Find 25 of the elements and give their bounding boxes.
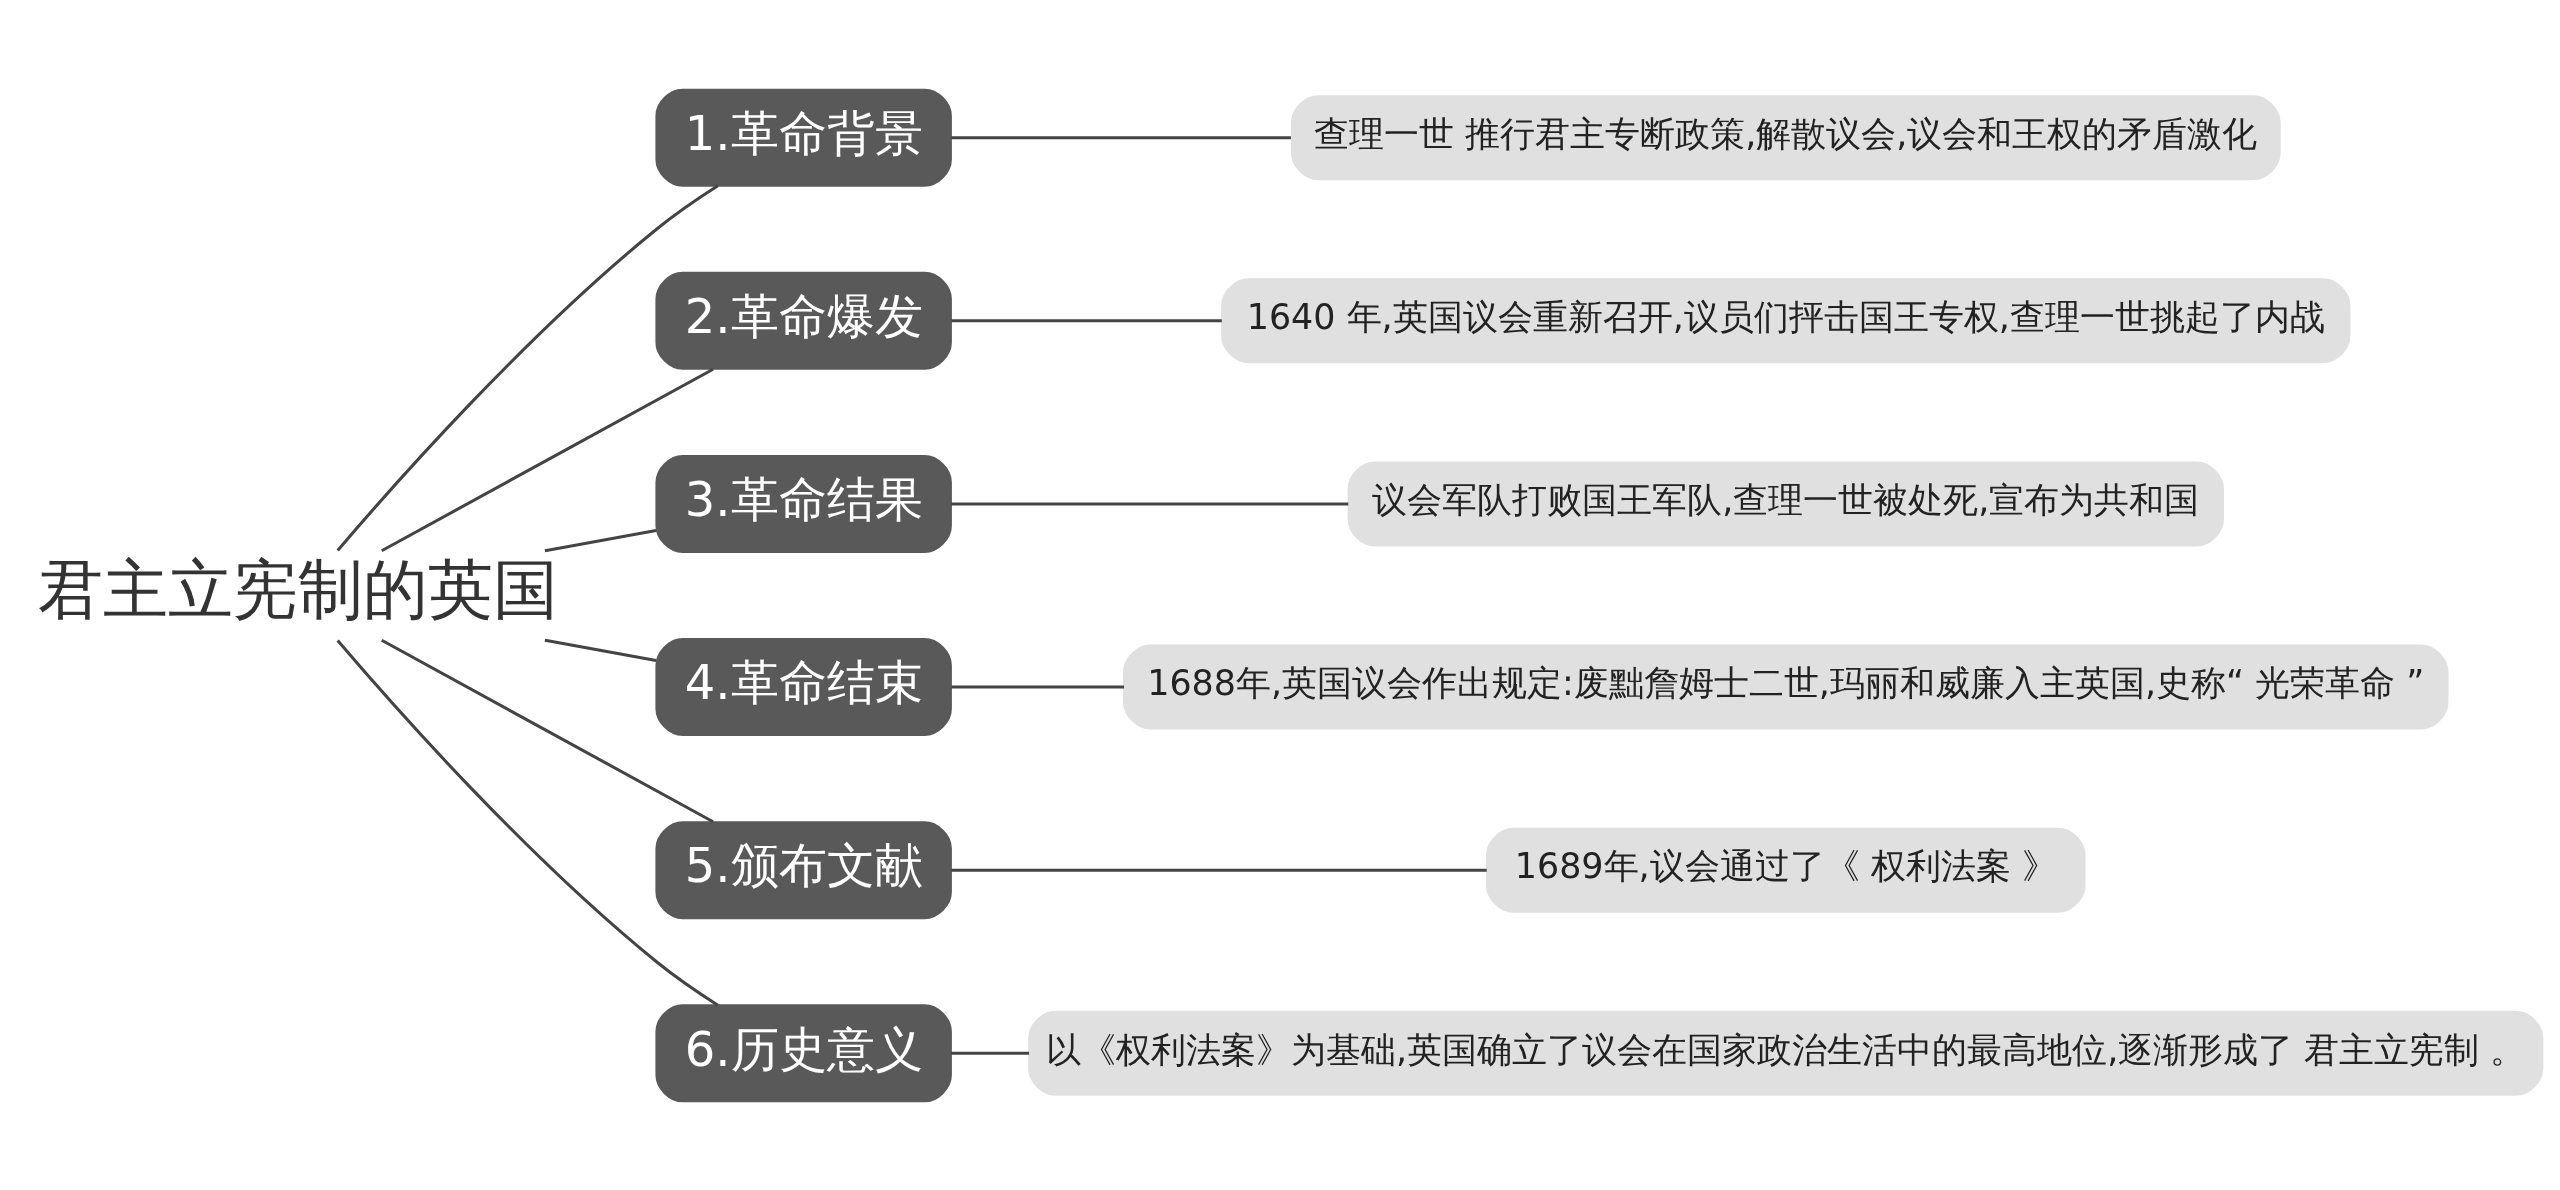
connector <box>336 639 719 1006</box>
connector <box>951 868 1487 872</box>
node-box: 6.历史意义 <box>655 1003 952 1102</box>
node-box: 4.革命结束 <box>655 637 952 736</box>
node-box: 1688年,英国议会作出规定:废黜詹姆士二世,玛丽和威廉入主英国,史称“ 光荣革命 ” <box>1123 644 2449 730</box>
connector <box>951 685 1124 689</box>
connector <box>544 528 657 552</box>
node-box: 查理一世 推行君主专断政策,解散议会,议会和王权的矛盾激化 <box>1290 94 2281 180</box>
node-text: 君主立宪制的英国 <box>37 550 558 627</box>
node-box: 1640 年,英国议会重新召开,议员们抨击国王专权,查理一世挑起了内战 <box>1221 277 2351 363</box>
connector <box>381 638 714 823</box>
connector <box>544 638 657 662</box>
node-box: 3.革命结果 <box>655 454 952 553</box>
node-box: 1.革命背景 <box>655 88 952 187</box>
connector <box>951 501 1349 505</box>
connector <box>381 367 714 552</box>
node-box: 以《权利法案》为基础,英国确立了议会在国家政治生活中的最高地位,逐渐形成了 君主立宪制 。 <box>1028 1010 2544 1096</box>
node-box: 1689年,议会通过了《 权利法案 》 <box>1486 827 2086 913</box>
connector <box>336 184 719 551</box>
connector <box>951 318 1222 322</box>
node-box: 2.革命爆发 <box>655 271 952 370</box>
connector <box>951 135 1291 139</box>
node-box: 议会军队打败国王军队,查理一世被处死,宣布为共和国 <box>1347 460 2224 546</box>
node-box: 5.颁布文献 <box>655 820 952 919</box>
connector <box>951 1051 1030 1055</box>
